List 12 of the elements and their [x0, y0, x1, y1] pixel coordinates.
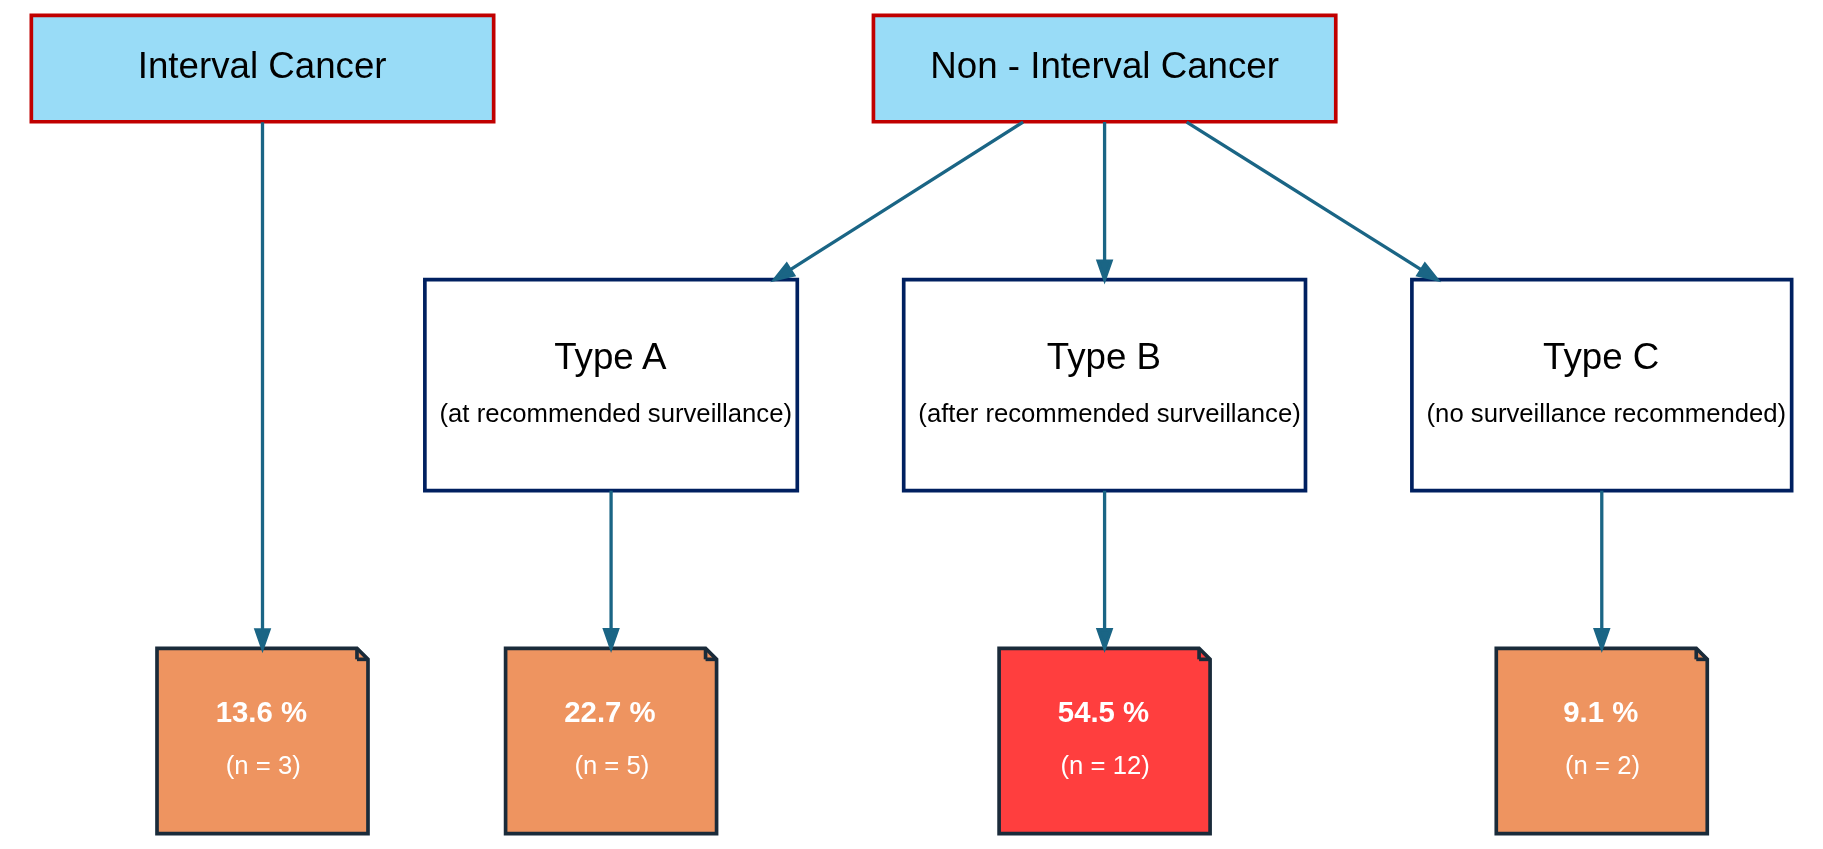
- arrow: [1185, 120, 1442, 283]
- node-box: Type C (no surveillance recommended): [1410, 277, 1794, 493]
- arrow: [1593, 490, 1611, 654]
- arrow: [253, 122, 272, 654]
- node-box: Type A (at recommended surveillance): [423, 277, 800, 493]
- arrow: [602, 490, 620, 654]
- node-box: Type B (after recommended surveillance): [901, 277, 1308, 493]
- node-box: Non - Interval Cancer: [871, 13, 1338, 124]
- arrow: [770, 120, 1024, 283]
- node-box: Interval Cancer: [29, 13, 496, 124]
- arrow: [1095, 490, 1114, 654]
- arrow: [1095, 122, 1114, 285]
